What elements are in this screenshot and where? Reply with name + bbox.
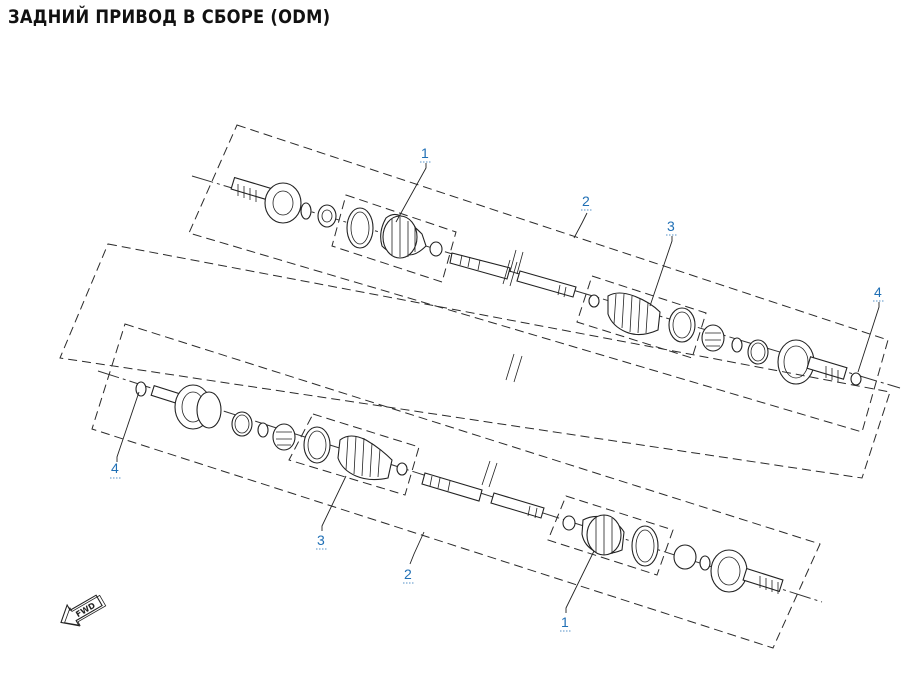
upper-shaft [449,252,577,298]
lower-outer-cv-joint [673,544,784,594]
lower-inner-cv-joint [135,381,296,451]
upper-boot-3 [588,292,696,343]
lower-assembly-outline [91,323,821,649]
upper-inner-cv-joint [701,324,862,386]
upper-boot-1 [346,207,443,259]
callout-upper-boot-kit-inner[interactable]: 3 [667,218,675,234]
callout-upper-shaft-assembly[interactable]: 2 [582,193,590,209]
callout-upper-circlip[interactable]: 4 [874,284,882,300]
lower-boot-3 [303,426,408,481]
upper-driveshaft [188,124,901,433]
lower-driveshaft [59,243,891,649]
middle-assembly-outline [59,243,891,479]
callout-lower-boot-kit-inner[interactable]: 3 [317,532,325,548]
callout-lower-circlip[interactable]: 4 [111,460,119,476]
callout-labels: 1 2 3 4 4 3 2 1 [110,145,885,632]
lower-boot-kit-1-outline [547,495,674,576]
callout-lower-shaft-assembly[interactable]: 2 [404,566,412,582]
fwd-arrow-icon: FWD [60,594,107,627]
callout-lower-boot-kit-outer[interactable]: 1 [561,614,569,630]
callout-upper-boot-kit-outer[interactable]: 1 [421,145,429,161]
upper-outer-cv-joint [230,176,337,228]
lower-boot-1 [562,514,659,567]
lower-shaft [421,460,545,519]
page-title: ЗАДНИЙ ПРИВОД В СБОРЕ (ODM) [8,6,331,28]
upper-boot-kit-1-outline [331,194,457,283]
lower-boot-kit-3-outline [288,413,420,496]
